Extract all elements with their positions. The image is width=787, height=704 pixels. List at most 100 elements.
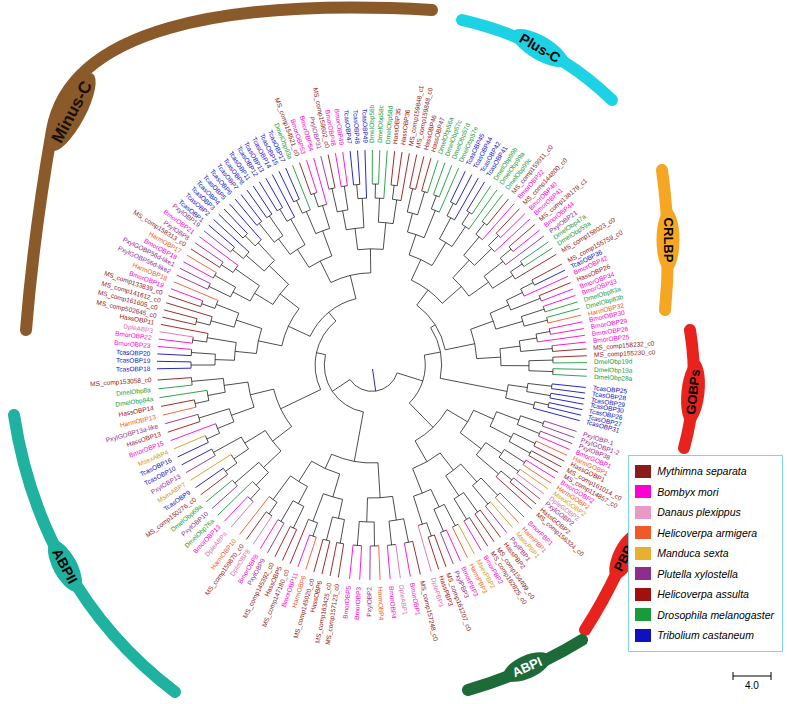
tree-branch <box>269 216 283 236</box>
tree-branch <box>313 494 323 521</box>
legend-text: Helicoverpa armigera <box>657 527 757 539</box>
tree-branch <box>253 516 272 544</box>
tree-branch <box>338 544 343 578</box>
tree-branch <box>378 198 379 222</box>
tree-branch <box>293 165 311 210</box>
tree-branch <box>439 165 452 197</box>
tree-branch <box>462 212 470 224</box>
tree-branch <box>186 456 215 473</box>
tree-branch <box>504 450 524 463</box>
tree-branch <box>299 461 312 481</box>
tree-branch <box>259 182 277 211</box>
tree-branch <box>474 249 491 266</box>
tree-branch <box>428 160 438 192</box>
tree-branch <box>513 230 539 251</box>
tree-branch <box>379 546 380 580</box>
tree-branch <box>310 299 356 337</box>
tree-branch <box>313 523 318 536</box>
tree-branch <box>298 487 307 504</box>
tree-branch <box>392 185 394 199</box>
tree-branch <box>362 198 364 227</box>
leaf-label: TcasOBP19 <box>116 357 150 366</box>
band-bulge <box>506 22 573 75</box>
tree-branch <box>445 344 475 350</box>
tree-branch <box>365 150 367 198</box>
tree-branch <box>326 517 332 540</box>
scale-label: 4.0 <box>745 680 759 692</box>
tree-branch <box>234 449 249 459</box>
tree-branch <box>322 541 330 574</box>
tree-branch <box>219 214 243 238</box>
tree-branch <box>497 412 519 420</box>
tree-branch <box>424 211 435 238</box>
tree-branch <box>344 186 348 210</box>
legend-row: Drosophila melanogaster <box>635 605 774 626</box>
tree-branch <box>196 322 210 325</box>
scale-bar <box>733 675 771 676</box>
tree-branch <box>456 175 472 205</box>
tree-branch <box>508 385 527 388</box>
tree-branch <box>482 194 503 221</box>
tree-branch <box>549 322 582 329</box>
tree-branch <box>409 235 416 255</box>
tree-branch <box>480 510 500 537</box>
tree-branch <box>444 504 455 525</box>
band-bulge <box>40 67 105 156</box>
tree-branch <box>332 380 350 392</box>
tree-branch <box>537 335 585 342</box>
legend-text: Plutella xylostella <box>657 568 738 580</box>
tree-branch <box>539 283 570 296</box>
clade-band: Plus-C <box>450 5 625 115</box>
tree-branch <box>411 260 421 281</box>
tree-branch <box>253 186 272 214</box>
tree-branch <box>323 206 330 229</box>
tree-branch <box>490 426 511 437</box>
tree-branch <box>275 526 290 556</box>
tree-branch <box>552 342 586 346</box>
tree-branch <box>387 545 390 579</box>
tree-branch <box>266 178 283 208</box>
tree-branch <box>475 514 494 542</box>
tree-branch <box>168 296 200 307</box>
leaf-label: TcasOBP47 <box>342 110 353 145</box>
band-bulge <box>499 646 555 688</box>
tree-branch <box>536 331 550 334</box>
tree-branch <box>490 305 509 313</box>
tree-branch <box>393 496 397 520</box>
tree-branch <box>193 340 207 342</box>
tree-branch <box>358 150 360 184</box>
tree-branch <box>207 433 220 439</box>
tree-branch <box>240 497 270 535</box>
tree-branch <box>506 398 534 405</box>
tree-branch <box>433 163 445 195</box>
tree-branch <box>536 441 567 455</box>
tree-branch <box>414 496 423 524</box>
tree-branch <box>288 326 310 336</box>
tree-branch <box>431 489 439 507</box>
tree-branch <box>291 219 305 245</box>
tree-branch <box>273 427 292 442</box>
tree-branch <box>171 424 216 441</box>
tree-branch <box>487 199 509 225</box>
tree-branch <box>250 489 259 499</box>
tree-branch <box>384 151 387 199</box>
tree-branch <box>199 409 229 418</box>
legend-swatch <box>635 506 651 519</box>
tree-branch <box>206 480 232 502</box>
tree-branch <box>226 463 237 471</box>
tree-branch <box>332 188 337 211</box>
band-stroke <box>462 20 612 100</box>
tree-branch <box>481 478 498 495</box>
tree-branch <box>355 228 358 249</box>
legend-row: Mythimna separata <box>635 461 774 482</box>
legend-text: Manduca sexta <box>657 547 728 559</box>
legend-swatch <box>635 567 651 580</box>
tree-branch <box>157 361 191 363</box>
tree-branch <box>158 346 192 349</box>
tree-branch <box>260 520 278 549</box>
band-stroke <box>26 8 432 330</box>
clade-name: CRLBP <box>661 218 676 263</box>
tree-branch <box>432 243 446 266</box>
tree-branch <box>246 512 266 540</box>
tree-branch <box>314 539 323 572</box>
